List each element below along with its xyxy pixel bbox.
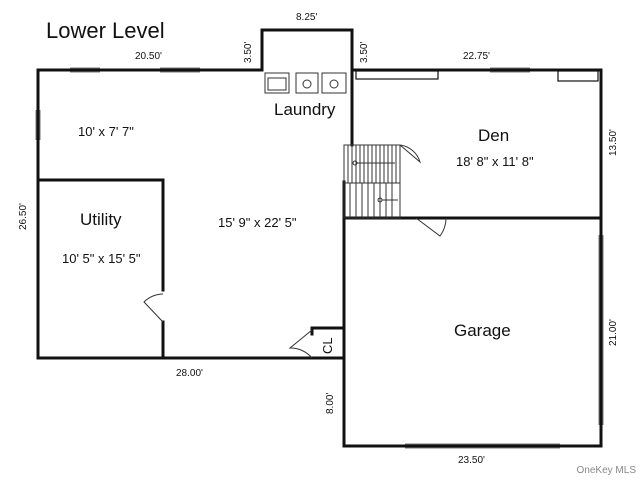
room-size-upper-left: 10' x 7' 7" bbox=[78, 124, 134, 139]
dim-den-side: 13.50' bbox=[608, 129, 619, 156]
dim-top-bump: 8.25' bbox=[296, 12, 318, 23]
room-size-main: 15' 9" x 22' 5" bbox=[218, 215, 297, 230]
stairs bbox=[343, 144, 401, 219]
dim-top-right: 22.75' bbox=[463, 51, 490, 62]
dim-left-side: 26.50' bbox=[18, 203, 29, 230]
room-label-den: Den bbox=[478, 126, 510, 145]
page-title: Lower Level bbox=[46, 18, 165, 43]
room-label-garage: Garage bbox=[454, 321, 511, 340]
dryer-icon bbox=[321, 72, 347, 94]
room-size-den: 18' 8" x 11' 8" bbox=[456, 154, 534, 169]
dim-garage-side: 21.00' bbox=[608, 319, 619, 346]
dim-bottom-right: 23.50' bbox=[458, 455, 485, 466]
closet-label: CL bbox=[320, 337, 335, 354]
dim-bump-right: 3.50' bbox=[359, 41, 370, 63]
watermark: OneKey MLS bbox=[576, 465, 636, 476]
room-label-utility: Utility bbox=[80, 210, 122, 229]
room-size-utility: 10' 5" x 15' 5" bbox=[62, 251, 141, 266]
dim-garage-left: 8.00' bbox=[325, 392, 336, 414]
washer-icon bbox=[295, 72, 319, 94]
dim-top-left: 20.50' bbox=[135, 51, 162, 62]
dim-bump-left: 3.50' bbox=[243, 41, 254, 63]
dim-bottom-left: 28.00' bbox=[176, 368, 203, 379]
room-label-laundry: Laundry bbox=[274, 100, 336, 119]
